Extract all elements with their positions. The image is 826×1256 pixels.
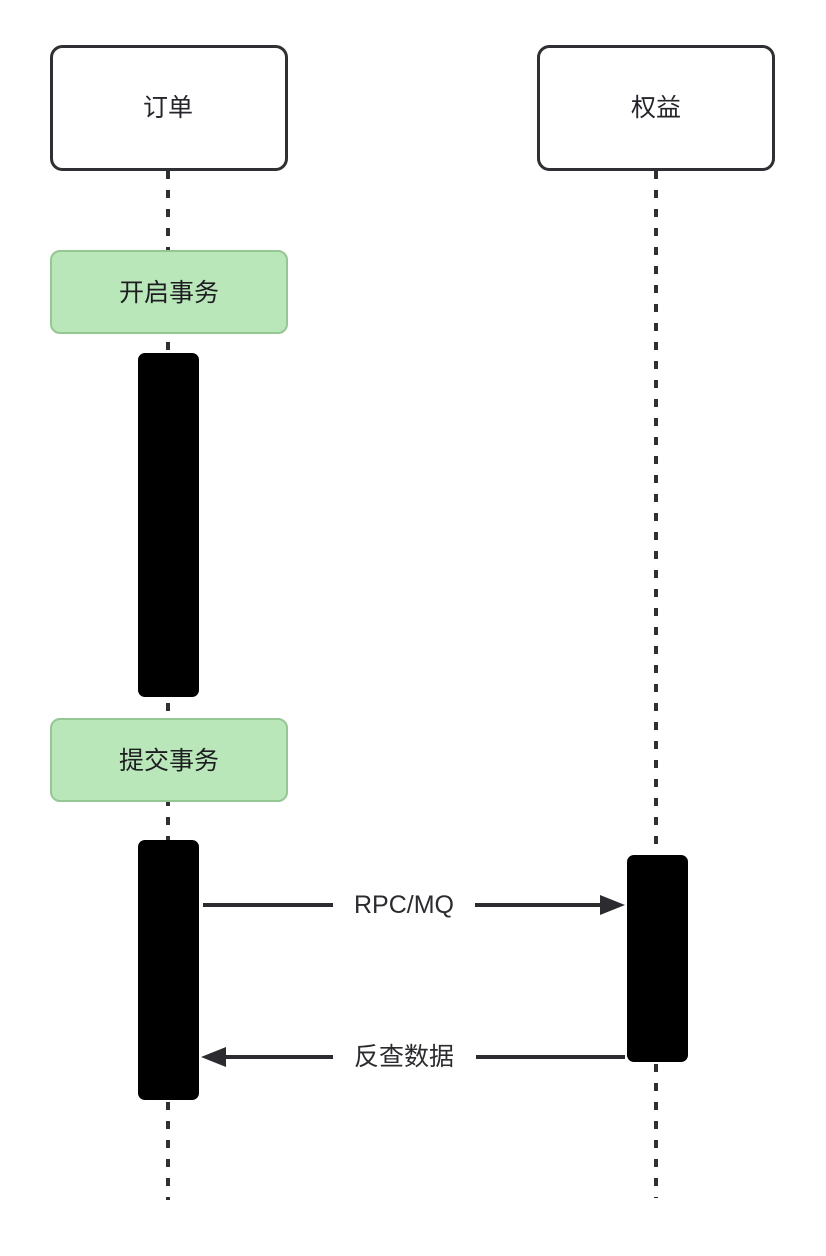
message-label-reverse-query-data: 反查数据 [354, 1043, 454, 1071]
note-commit-transaction[interactable]: 提交事务 [50, 718, 288, 802]
message-reverse-query-data[interactable]: 反查数据 [201, 1043, 625, 1071]
note-label-commit-transaction: 提交事务 [119, 747, 219, 775]
note-begin-transaction[interactable]: 开启事务 [50, 250, 288, 334]
message-arrowhead-rpc-mq [600, 895, 625, 915]
message-rpc-mq[interactable]: RPC/MQ [203, 891, 625, 919]
participant-rights[interactable]: 权益 [537, 45, 775, 171]
activation-bars [138, 353, 688, 1100]
note-box-commit-transaction[interactable] [50, 718, 288, 802]
note-label-begin-transaction: 开启事务 [119, 279, 219, 307]
message-label-rpc-mq: RPC/MQ [354, 891, 454, 919]
participant-box-rights[interactable] [537, 45, 775, 171]
participant-order[interactable]: 订单 [50, 45, 288, 171]
participant-label-order: 订单 [143, 94, 193, 122]
activation-bar-order-transaction [138, 353, 199, 697]
activation-bar-rights [627, 855, 688, 1062]
message-arrowhead-reverse-query-data [201, 1047, 226, 1067]
note-box-begin-transaction[interactable] [50, 250, 288, 334]
activation-bar-order-post-commit [138, 840, 199, 1100]
participant-label-rights: 权益 [631, 94, 681, 122]
participant-box-order[interactable] [50, 45, 288, 171]
